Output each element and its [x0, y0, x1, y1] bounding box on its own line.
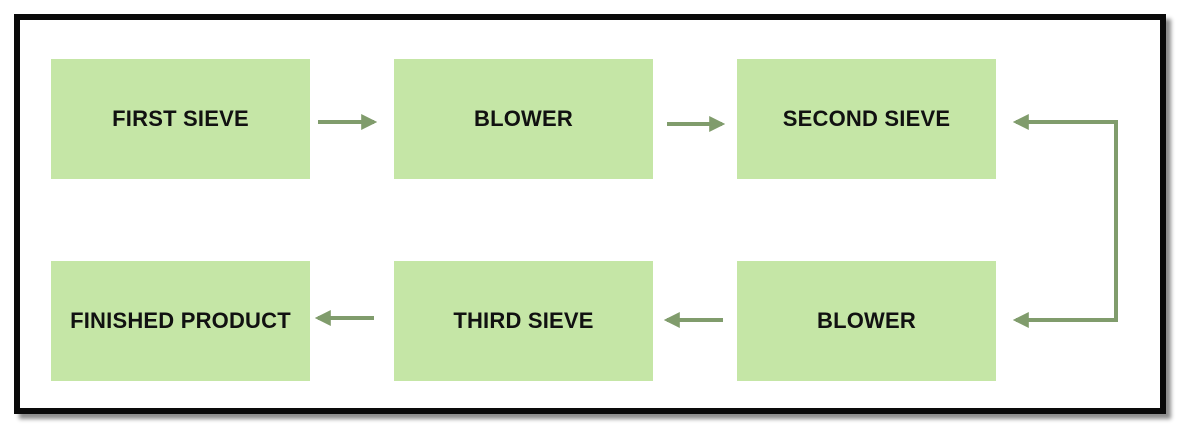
node-third-sieve: THIRD SIEVE — [394, 261, 653, 381]
arrow-return-to-second-sieve — [1012, 114, 1118, 176]
node-blower-2: BLOWER — [737, 261, 996, 381]
node-first-sieve: FIRST SIEVE — [51, 59, 310, 179]
arrow-loop-to-blower — [1012, 176, 1118, 328]
node-blower-1: BLOWER — [394, 59, 653, 179]
node-second-sieve: SECOND SIEVE — [737, 59, 996, 179]
node-finished-product: FINISHED PRODUCT — [51, 261, 310, 381]
